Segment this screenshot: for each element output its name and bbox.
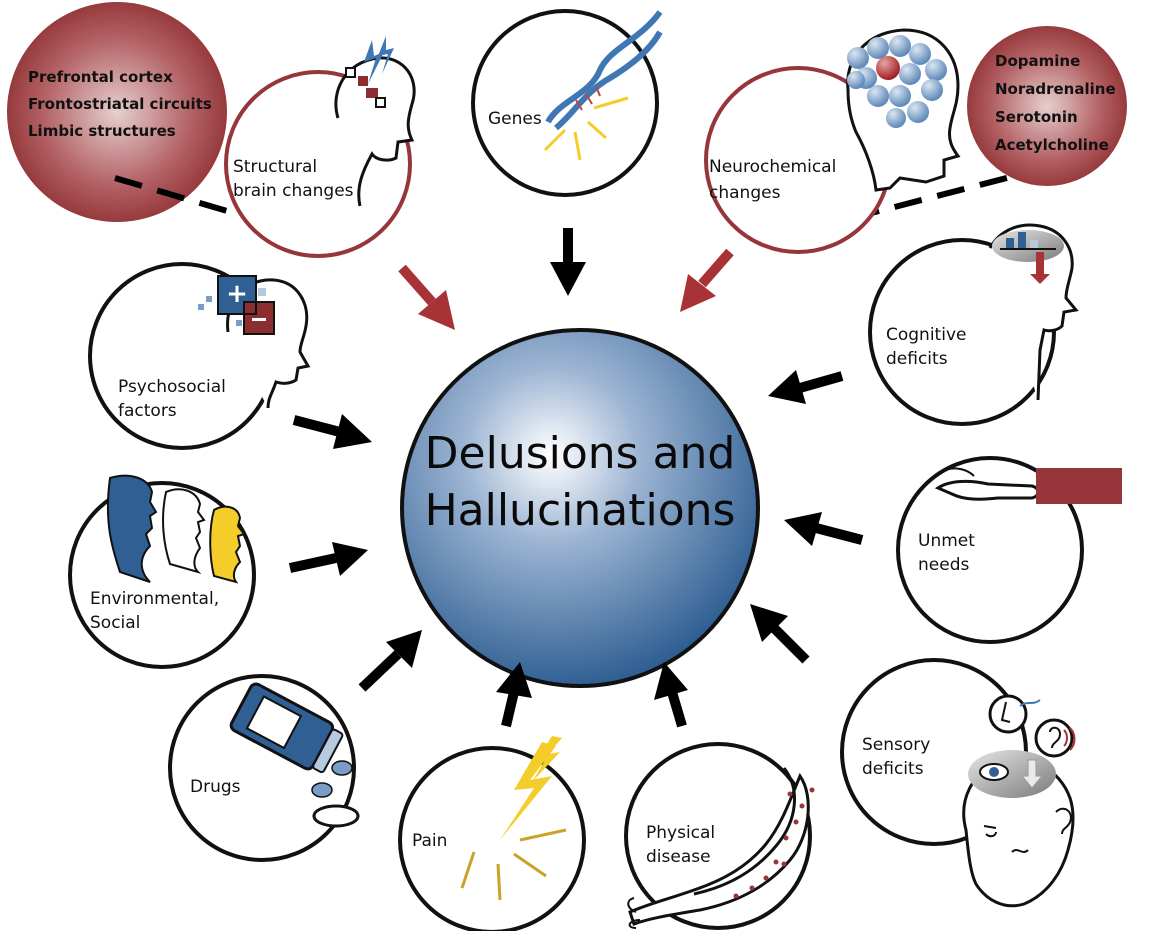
factor-label: needs: [918, 555, 969, 575]
arrow-structural: [398, 264, 455, 330]
arrow-neurochemical: [680, 248, 734, 312]
head-senses-icon: [962, 694, 1076, 908]
head-lightning-icon: [334, 36, 416, 207]
arrow-cognitive: [768, 370, 844, 404]
arrows: [288, 228, 864, 728]
factor-label: brain changes: [233, 181, 354, 201]
dna-icon: [543, 10, 663, 161]
arrow-drugs: [358, 630, 422, 692]
brain-regions-bubble: Prefrontal cortex Frontostriatal circuit…: [7, 2, 227, 222]
factor-label: Cognitive: [886, 325, 966, 345]
factor-drugs: Drugs: [168, 674, 360, 862]
center-title-line2: Hallucinations: [425, 485, 736, 536]
factor-unmet-needs: Unmet needs: [896, 456, 1122, 644]
arrow-unmet: [784, 512, 864, 546]
factor-label: Drugs: [190, 777, 241, 797]
factor-physical-disease: Physical disease: [624, 742, 815, 930]
factor-label: Genes: [488, 109, 542, 129]
arrow-psychosocial: [292, 414, 372, 449]
neurotransmitters-bubble: Dopamine Noradrenaline Serotonin Acetylc…: [967, 26, 1127, 186]
arm-spots-icon: [627, 767, 815, 929]
arrow-environmental: [288, 542, 368, 576]
open-hand-icon: [934, 467, 1122, 504]
neurotransmitter-item: Acetylcholine: [995, 136, 1109, 154]
arrow-genes: [550, 228, 586, 296]
factor-pain: Pain: [398, 736, 586, 931]
factor-label: changes: [709, 183, 781, 203]
neurotransmitter-item: Serotonin: [995, 108, 1078, 126]
brain-region-item: Frontostriatal circuits: [28, 95, 212, 113]
neurotransmitter-item: Noradrenaline: [995, 80, 1116, 98]
factor-label: Structural: [233, 157, 317, 177]
brain-region-item: Prefrontal cortex: [28, 68, 173, 86]
faces-icon: [106, 474, 246, 584]
factor-psychosocial: + Psychosocial factors: [88, 262, 311, 450]
arrow-pain: [496, 662, 532, 728]
factor-label: disease: [646, 847, 711, 867]
dashed-connector: [851, 171, 1023, 221]
neurotransmitter-item: Dopamine: [995, 52, 1080, 70]
factor-label: Pain: [412, 831, 447, 851]
head-neurons-icon: [846, 28, 961, 192]
head-plus-minus-icon: +: [198, 275, 311, 409]
factor-label: Neurochemical: [709, 157, 836, 177]
factor-label: factors: [118, 401, 177, 421]
factor-sensory-deficits: Sensory deficits: [840, 658, 1076, 908]
factor-label: Environmental,: [90, 589, 219, 609]
factor-label: Sensory: [862, 735, 930, 755]
center-title-line1: Delusions and: [425, 428, 736, 479]
center-node: Delusions and Hallucinations: [400, 328, 760, 688]
head-chart-icon: [988, 223, 1079, 401]
factor-environmental-social: Environmental, Social: [68, 474, 256, 669]
factor-cognitive-deficits: Cognitive deficits: [868, 223, 1079, 426]
factor-label: Psychosocial: [118, 377, 226, 397]
factor-structural-brain-changes: Structural brain changes: [224, 36, 416, 258]
factor-label: deficits: [862, 759, 924, 779]
factor-label: Physical: [646, 823, 715, 843]
lightning-icon: [460, 736, 567, 901]
factor-genes: Genes: [471, 9, 663, 197]
arrow-physical: [654, 662, 688, 728]
factor-neurochemical-changes: Neurochemical changes: [704, 28, 961, 254]
factor-label: Social: [90, 613, 140, 633]
pill-bottle-icon: [229, 682, 360, 828]
plus-glyph: +: [226, 279, 248, 309]
factor-label: Unmet: [918, 531, 975, 551]
arrow-sensory: [750, 604, 810, 664]
factor-label: deficits: [886, 349, 948, 369]
brain-region-item: Limbic structures: [28, 122, 176, 140]
